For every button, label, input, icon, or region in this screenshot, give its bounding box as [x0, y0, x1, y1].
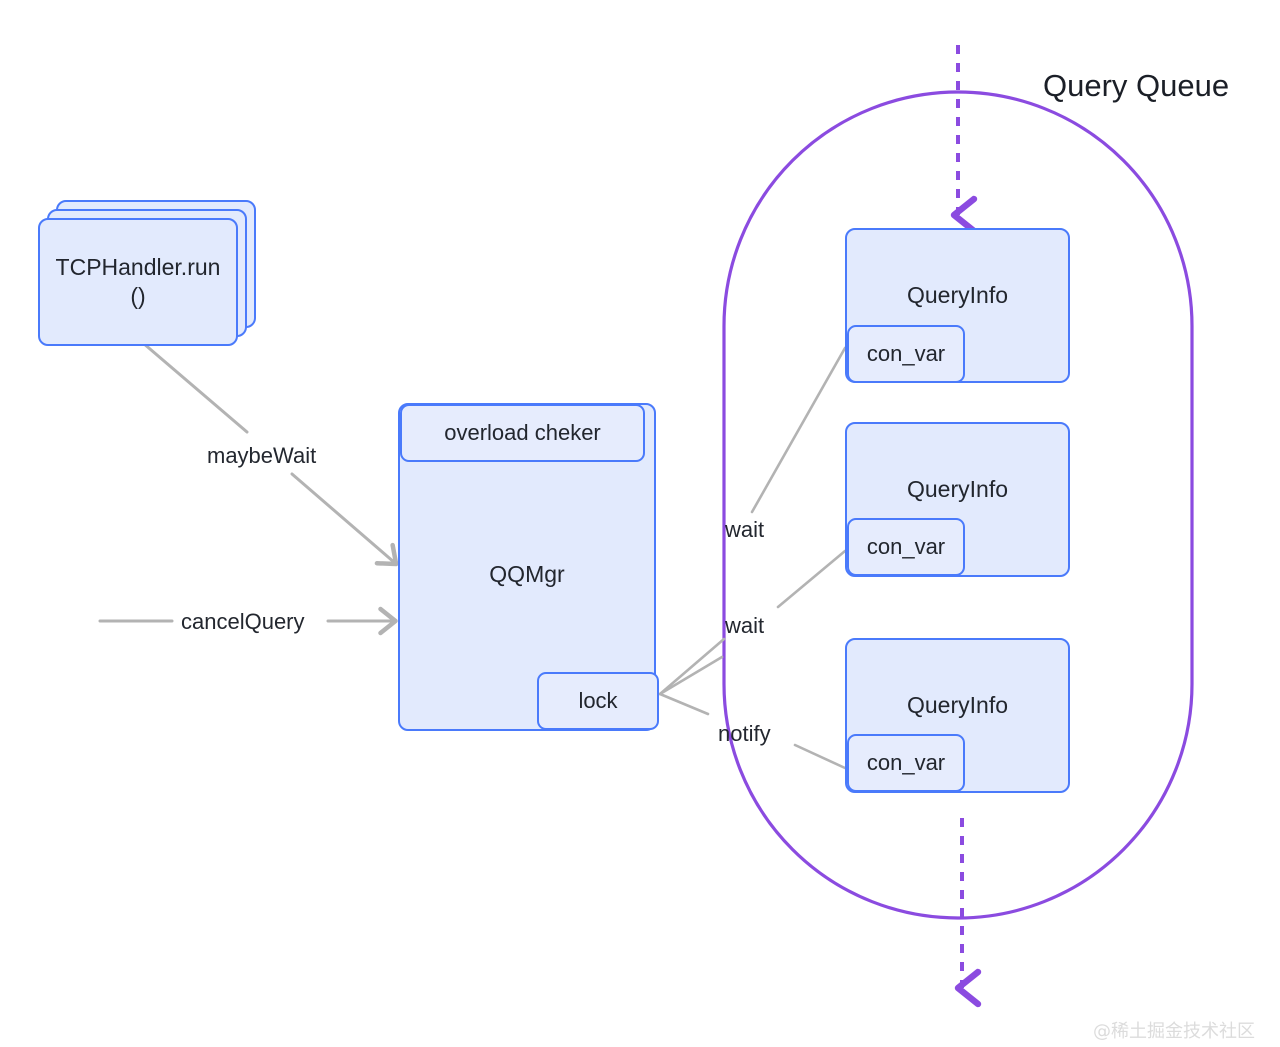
- maybe-wait-edge-seg2: [290, 472, 399, 567]
- wait-label-1: wait: [725, 517, 765, 542]
- diagram-title: Query Queue: [1043, 68, 1230, 103]
- cancel-query-label: cancelQuery: [181, 609, 305, 634]
- con-var-label-3: con_var: [866, 749, 946, 775]
- notify-label: notify: [718, 721, 771, 746]
- wait-edge-1-seg1: [658, 637, 726, 696]
- lock-node[interactable]: lock: [537, 672, 659, 730]
- con-var-label-1: con_var: [866, 340, 946, 366]
- overload-checker-label: overload cheker: [444, 419, 601, 445]
- tcp-handler-label: TCPHandler.run (): [55, 253, 221, 309]
- query-info-label-1: QueryInfo: [907, 281, 1008, 308]
- lock-label: lock: [578, 687, 618, 713]
- wait-edge-2-seg1: [658, 655, 724, 696]
- tcp-handler-node[interactable]: TCPHandler.run (): [38, 218, 238, 346]
- con-var-label-2: con_var: [866, 533, 946, 559]
- wait-edge-2-seg2: [776, 549, 847, 609]
- notify-edge-seg1: [658, 692, 710, 716]
- notify-edge-seg2: [793, 743, 847, 770]
- query-info-label-2: QueryInfo: [907, 475, 1008, 502]
- overload-checker-node[interactable]: overload cheker: [400, 404, 645, 462]
- query-queue-boundary: [722, 90, 1194, 920]
- watermark: @稀土掘金技术社区: [1093, 1021, 1255, 1042]
- con-var-node-1[interactable]: con_var: [847, 325, 965, 383]
- con-var-node-2[interactable]: con_var: [847, 518, 965, 576]
- wait-edge-1-seg2: [750, 346, 847, 514]
- wait-label-2: wait: [725, 613, 765, 638]
- con-var-node-3[interactable]: con_var: [847, 734, 965, 792]
- qqmgr-label: QQMgr: [489, 561, 565, 588]
- maybe-wait-edge-seg1: [141, 341, 249, 434]
- maybe-wait-label: maybeWait: [207, 443, 317, 468]
- query-info-label-3: QueryInfo: [907, 691, 1008, 718]
